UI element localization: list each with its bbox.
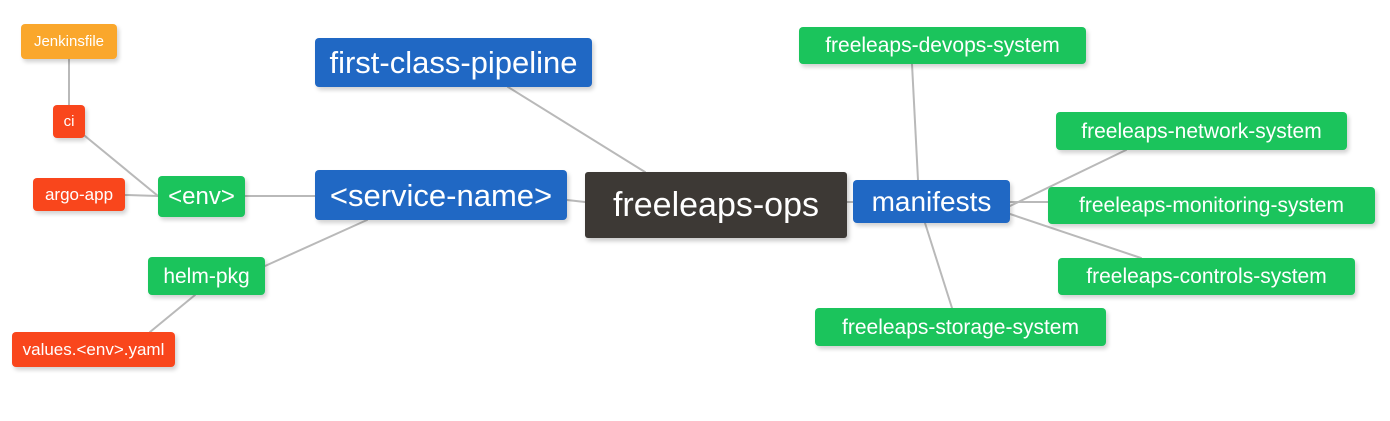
node-jenkinsfile[interactable]: Jenkinsfile [21, 24, 117, 59]
node-label-freeleaps-network-system: freeleaps-network-system [1081, 119, 1322, 143]
node-freeleaps-storage-system[interactable]: freeleaps-storage-system [815, 308, 1106, 346]
node-values-env-yaml[interactable]: values.<env>.yaml [12, 332, 175, 367]
node-env[interactable]: <env> [158, 176, 245, 217]
node-manifests[interactable]: manifests [853, 180, 1010, 223]
node-label-service-name: <service-name> [329, 177, 553, 213]
node-freeleaps-network-system[interactable]: freeleaps-network-system [1056, 112, 1347, 150]
node-label-ci: ci [63, 113, 75, 130]
node-label-freeleaps-ops: freeleaps-ops [612, 186, 819, 224]
node-label-freeleaps-monitoring-system: freeleaps-monitoring-system [1079, 194, 1344, 217]
edge-first-class-pipeline-to-freeleaps-ops [507, 86, 646, 173]
edge-manifests-to-freeleaps-storage-system [924, 222, 953, 309]
node-freeleaps-ops[interactable]: freeleaps-ops [585, 172, 847, 238]
node-label-freeleaps-devops-system: freeleaps-devops-system [825, 34, 1060, 57]
node-label-argo-app: argo-app [44, 185, 114, 204]
edge-argo-app-to-env [124, 194, 159, 197]
node-label-jenkinsfile: Jenkinsfile [33, 33, 105, 50]
node-label-freeleaps-controls-system: freeleaps-controls-system [1086, 265, 1327, 288]
node-label-manifests: manifests [871, 185, 992, 217]
node-service-name[interactable]: <service-name> [315, 170, 567, 220]
node-first-class-pipeline[interactable]: first-class-pipeline [315, 38, 592, 87]
edge-service-name-to-freeleaps-ops [566, 199, 586, 203]
node-label-helm-pkg: helm-pkg [163, 264, 250, 288]
node-label-freeleaps-storage-system: freeleaps-storage-system [842, 315, 1079, 339]
node-freeleaps-controls-system[interactable]: freeleaps-controls-system [1058, 258, 1355, 295]
node-freeleaps-monitoring-system[interactable]: freeleaps-monitoring-system [1048, 187, 1375, 224]
edge-helm-pkg-to-service-name [264, 219, 368, 267]
edge-values-env-yaml-to-helm-pkg [149, 294, 196, 333]
edge-manifests-to-freeleaps-devops-system [911, 63, 919, 181]
node-label-first-class-pipeline: first-class-pipeline [329, 45, 578, 80]
node-argo-app[interactable]: argo-app [33, 178, 125, 211]
node-freeleaps-devops-system[interactable]: freeleaps-devops-system [799, 27, 1086, 64]
node-ci[interactable]: ci [53, 105, 85, 138]
node-label-env: <env> [168, 182, 235, 210]
node-helm-pkg[interactable]: helm-pkg [148, 257, 265, 295]
node-label-values-env-yaml: values.<env>.yaml [22, 340, 165, 359]
